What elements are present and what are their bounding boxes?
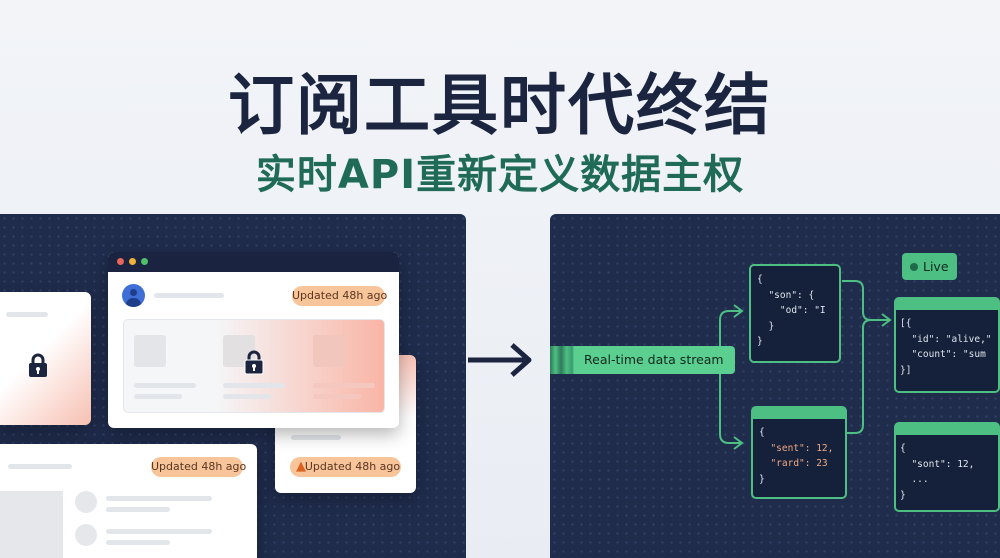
code-line: "od": "I — [757, 305, 826, 316]
maximize-dot — [141, 258, 148, 265]
stale-card-bottom: Updated 48h ago — [0, 444, 257, 558]
close-dot — [117, 258, 124, 265]
transition-arrow-icon — [468, 343, 532, 377]
json-box-1: { "son": { "od": "I } } — [749, 264, 841, 363]
lock-icon — [244, 350, 264, 375]
stale-badge: Updated 48h ago — [292, 286, 387, 306]
stale-badge: ▲ Updated 48h ago — [290, 457, 401, 477]
code-line: }] — [900, 364, 912, 376]
code-line: { — [759, 427, 765, 438]
code-line: } — [759, 473, 765, 485]
code-line: "sont": 12, — [900, 458, 975, 470]
live-dot-icon — [910, 263, 918, 271]
avatar — [122, 284, 145, 307]
code-line: [{ — [900, 318, 912, 329]
code-line: "son": { — [757, 289, 815, 301]
locked-card-left — [0, 292, 91, 425]
stream-label: Real-time data stream — [584, 352, 724, 367]
badge-text: Updated 48h ago — [304, 460, 401, 473]
realtime-stream-bar: Real-time data stream — [550, 346, 735, 374]
lock-icon — [29, 353, 47, 377]
flow-connectors — [719, 280, 892, 450]
placeholder-line — [8, 464, 72, 469]
code-line: "count": "sum — [900, 349, 986, 360]
json-box-3: [{ "id": "alive," "count": "sum }] — [894, 297, 1000, 393]
code-line: } — [757, 320, 775, 332]
live-label: Live — [923, 259, 949, 274]
code-line: } — [757, 336, 763, 347]
headline: 订阅工具时代终结 — [228, 67, 772, 144]
code-line: "sent": 12, — [759, 442, 834, 454]
minimize-dot — [129, 258, 136, 265]
placeholder-line — [6, 312, 48, 317]
browser-window: Updated 48h ago — [108, 252, 399, 428]
code-line: ... — [900, 474, 929, 485]
code-line: "rard": 23 — [759, 458, 828, 469]
stale-badge: Updated 48h ago — [151, 457, 246, 477]
code-line: { — [900, 443, 906, 454]
json-box-4: { "sont": 12, ... } — [894, 422, 1000, 512]
placeholder-line — [291, 435, 341, 440]
placeholder-line — [154, 293, 224, 298]
live-badge[interactable]: Live — [902, 253, 957, 280]
code-line: { — [757, 274, 763, 285]
code-line: "id": "alive," — [900, 333, 992, 345]
subheadline: 实时API重新定义数据主权 — [255, 152, 745, 198]
code-line: } — [900, 489, 906, 501]
warning-icon: ▲ — [296, 459, 306, 474]
locked-content-area — [123, 319, 385, 413]
json-box-2: { "sent": 12, "rard": 23 } — [751, 406, 847, 499]
window-titlebar — [108, 252, 399, 272]
